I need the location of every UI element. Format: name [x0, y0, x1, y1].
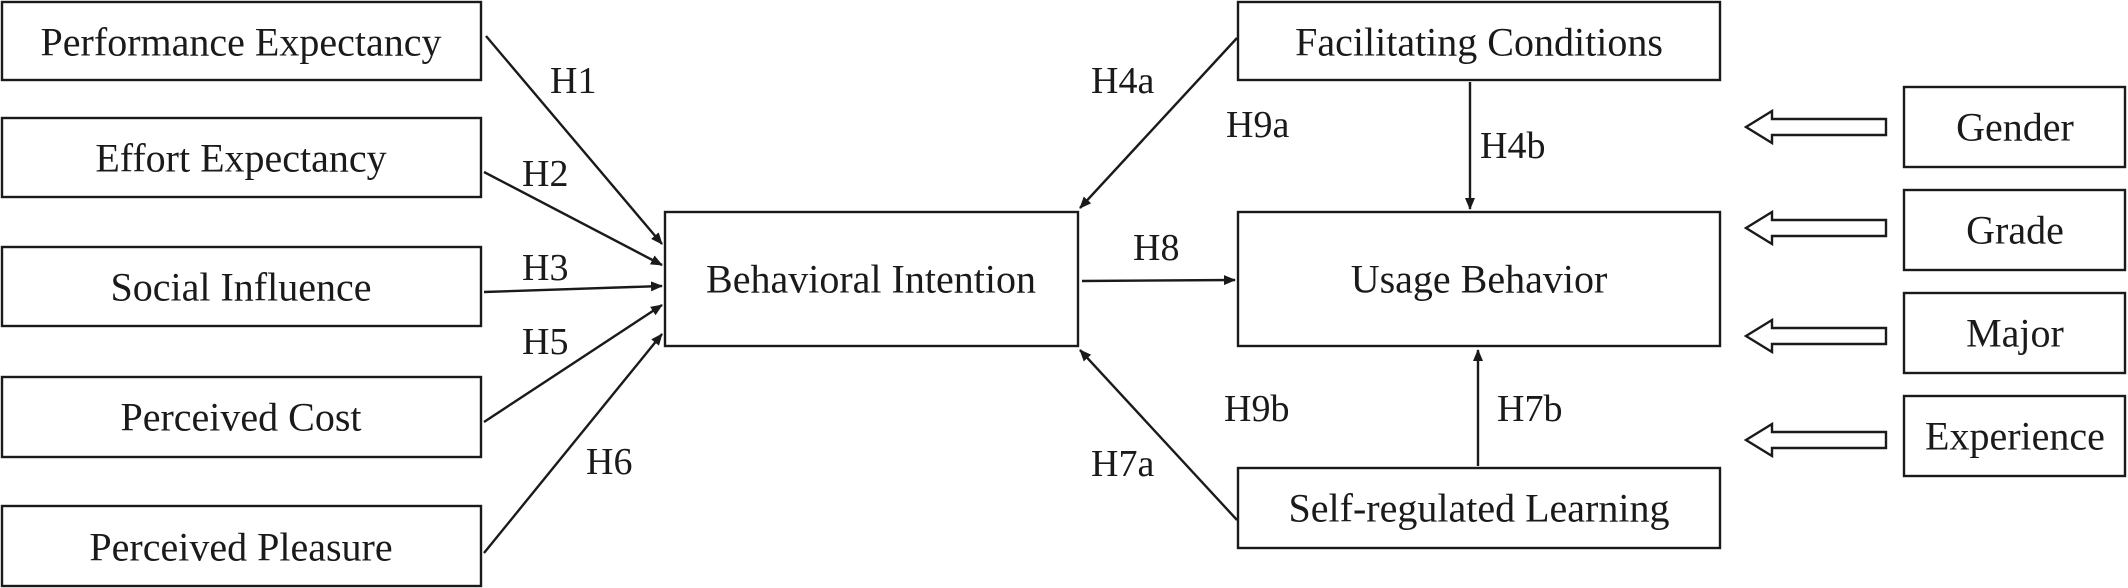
node-label: Perceived Cost	[120, 395, 361, 440]
node-label: Grade	[1966, 208, 2064, 253]
node-behavioral-intention: Behavioral Intention	[663, 210, 1080, 348]
node-label: Usage Behavior	[1351, 257, 1608, 302]
edge-label-h9a: H9a	[1226, 104, 1289, 146]
edge-label-h7a: H7a	[1091, 443, 1154, 485]
edge-label-h1: H1	[550, 60, 596, 102]
edge-h1-arrow	[485, 35, 663, 245]
moderator-arrow-gender	[1743, 108, 1888, 146]
node-label: Major	[1966, 311, 2064, 356]
node-facilitating-conditions: Facilitating Conditions	[1236, 0, 1722, 82]
edge-h5-arrow	[483, 303, 663, 424]
edge-label-h4b: H4b	[1480, 125, 1545, 167]
edge-h4a-arrow	[1079, 37, 1238, 209]
node-experience: Experience	[1902, 394, 2127, 478]
node-label: Gender	[1956, 105, 2074, 150]
node-effort-expectancy: Effort Expectancy	[0, 116, 483, 199]
node-usage-behavior: Usage Behavior	[1236, 210, 1722, 348]
edge-label-h6: H6	[586, 441, 632, 483]
node-gender: Gender	[1902, 85, 2127, 169]
moderator-arrow-major	[1743, 317, 1888, 355]
edge-h2-arrow	[483, 170, 663, 267]
edge-label-h4a: H4a	[1091, 60, 1154, 102]
node-label: Social Influence	[111, 265, 372, 310]
node-label: Facilitating Conditions	[1295, 20, 1663, 65]
edge-label-h9b: H9b	[1224, 388, 1289, 430]
node-label: Performance Expectancy	[41, 20, 442, 65]
moderator-arrow-grade	[1743, 209, 1888, 247]
edge-label-h7b: H7b	[1497, 388, 1562, 430]
edge-h7a-arrow	[1079, 349, 1238, 521]
node-self-regulated-learning: Self-regulated Learning	[1236, 466, 1722, 550]
node-label: Experience	[1925, 414, 2105, 459]
node-perceived-cost: Perceived Cost	[0, 375, 483, 459]
node-label: Perceived Pleasure	[89, 525, 392, 570]
edge-h8-arrow	[1081, 275, 1236, 286]
edge-h6-arrow	[483, 333, 663, 554]
node-social-influence: Social Influence	[0, 245, 483, 328]
node-grade: Grade	[1902, 188, 2127, 272]
edge-label-h3: H3	[522, 247, 568, 289]
edge-h3-arrow	[483, 281, 663, 294]
moderator-arrow-experience	[1743, 421, 1888, 459]
node-performance-expectancy: Performance Expectancy	[0, 0, 483, 82]
node-label: Self-regulated Learning	[1289, 486, 1670, 531]
node-label: Effort Expectancy	[95, 136, 386, 181]
edge-label-h2: H2	[522, 153, 568, 195]
node-major: Major	[1902, 291, 2127, 375]
edge-label-h5: H5	[522, 321, 568, 363]
node-perceived-pleasure: Perceived Pleasure	[0, 504, 483, 588]
edge-label-h8: H8	[1133, 227, 1179, 269]
node-label: Behavioral Intention	[706, 257, 1036, 302]
